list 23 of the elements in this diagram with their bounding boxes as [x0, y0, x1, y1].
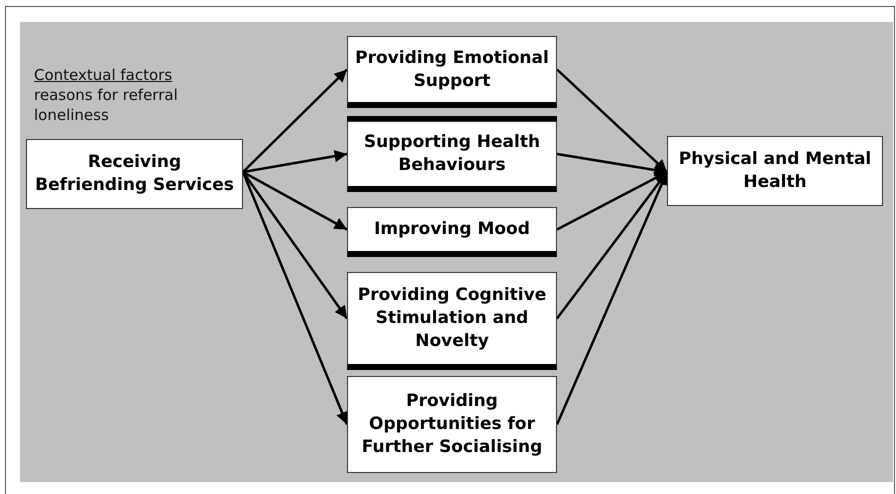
- process-box: [347, 36, 557, 108]
- arrow: [556, 68, 668, 173]
- box-label: Improving Mood: [374, 218, 530, 241]
- process-box: [667, 136, 883, 206]
- arrow: [556, 170, 668, 231]
- process-box: [347, 272, 557, 370]
- arrow: [242, 68, 348, 173]
- process-box: [347, 121, 557, 192]
- box-label: Providing Emotional Support: [354, 46, 550, 92]
- arrow: [242, 170, 348, 231]
- arrow: [556, 152, 668, 176]
- process-box: [26, 139, 243, 209]
- box-label: Physical and Mental Health: [678, 148, 872, 194]
- context-note: Contextual factors: [34, 66, 172, 86]
- box-label: Receiving Befriending Services: [34, 151, 235, 197]
- arrow: [242, 150, 348, 174]
- process-box: [347, 207, 557, 257]
- process-box: [347, 376, 557, 473]
- box-label: Providing Cognitive Stimulation and Novelty: [356, 284, 548, 353]
- box-label: Supporting Health Behaviours: [362, 131, 542, 177]
- box-label: Providing Opportunities for Further Socialising: [360, 390, 544, 459]
- context-note: reasons for referral: [34, 86, 178, 106]
- context-note: loneliness: [34, 106, 109, 126]
